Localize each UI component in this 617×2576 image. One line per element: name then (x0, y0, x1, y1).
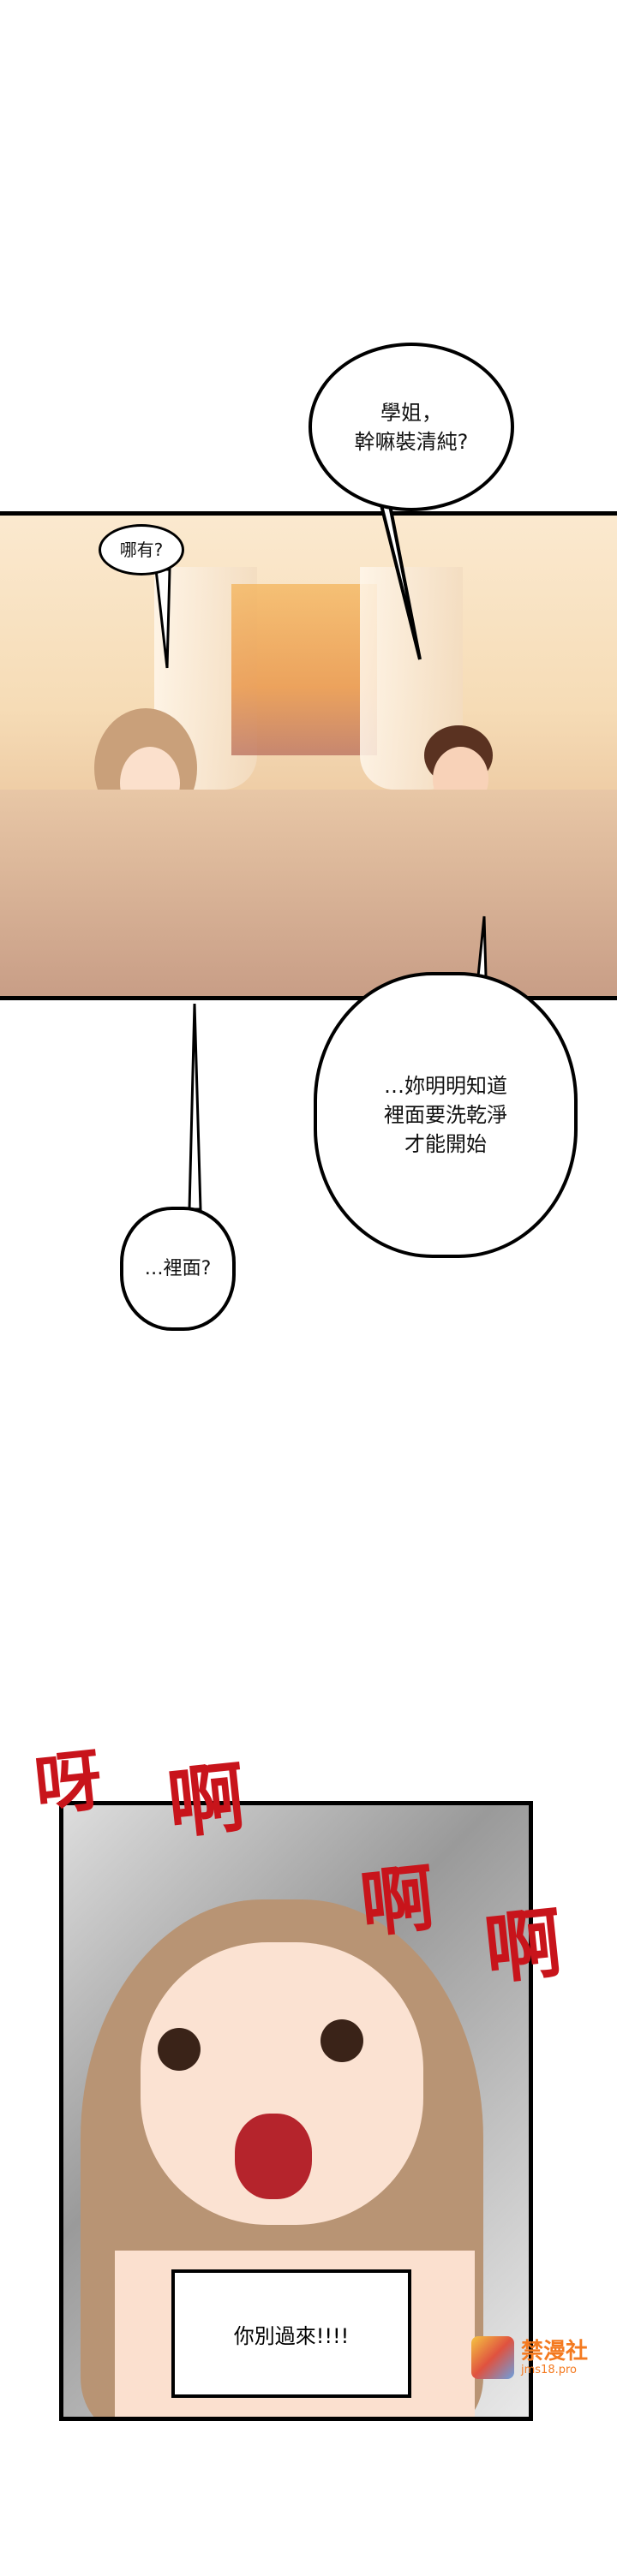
bathtub (0, 790, 617, 996)
sfx-ya: 呀 (31, 1741, 106, 1826)
speech-bubble-inside: …裡面? (120, 1207, 236, 1331)
speech-bubble-dont-come: 你別過來!!!! (171, 2269, 411, 2398)
sfx-a-3: 啊 (480, 1897, 567, 1996)
speech-bubble-you-know: …妳明明知道 裡面要洗乾淨 才能開始 (314, 972, 578, 1258)
watermark-title: 禁漫社 (521, 2338, 589, 2364)
watermark-logo-icon (471, 2336, 514, 2379)
speech-bubble-where: 哪有? (99, 524, 184, 575)
open-mouth (235, 2114, 312, 2199)
eye-right (320, 2019, 363, 2062)
panel-bath-scene (0, 511, 617, 1000)
eye-left (158, 2028, 201, 2071)
speech-bubble-senior: 學姐， 幹嘛裝清純? (308, 343, 514, 511)
sfx-a-2: 啊 (356, 1854, 439, 1949)
watermark: 禁漫社 jms18.pro (471, 2336, 588, 2379)
watermark-url: jms18.pro (521, 2363, 577, 2376)
sfx-a-1: 啊 (163, 1751, 250, 1851)
window (231, 584, 377, 755)
